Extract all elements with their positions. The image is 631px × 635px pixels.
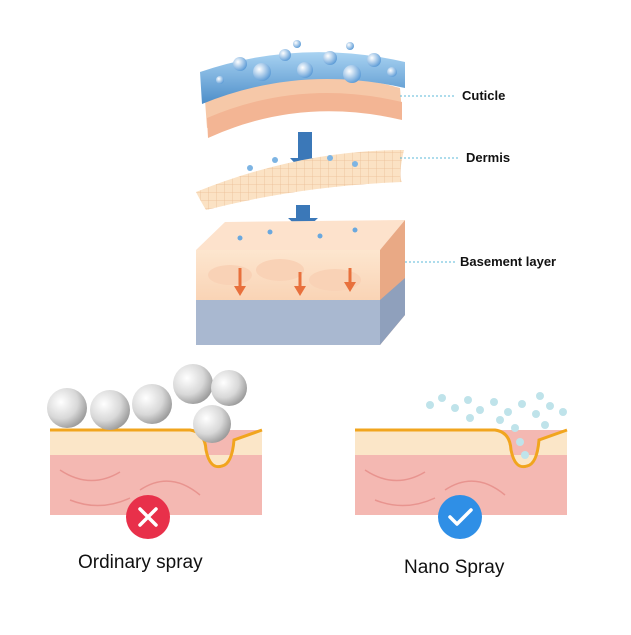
- ordinary-spray-panel: [47, 364, 263, 539]
- water-droplets: [216, 40, 397, 84]
- basement-layer-label: Basement layer: [460, 254, 557, 269]
- penetration-arrow-2: [288, 205, 318, 232]
- x-icon: [138, 507, 158, 527]
- cuticle-layer: [200, 52, 405, 138]
- dermis-layer: [196, 150, 404, 210]
- nano-spray-panel: [355, 392, 568, 539]
- basement-layer: [196, 220, 405, 345]
- nano-spray-caption: Nano Spray: [404, 557, 505, 578]
- dermis-label: Dermis: [466, 150, 511, 165]
- ordinary-spray-caption: Ordinary spray: [78, 552, 203, 573]
- check-icon: [448, 508, 473, 526]
- cuticle-label: Cuticle: [462, 88, 506, 103]
